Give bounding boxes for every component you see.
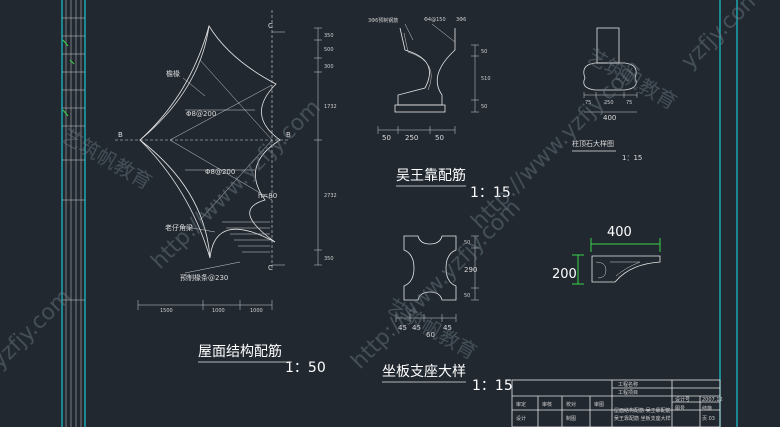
plinth-dim-total: 400 xyxy=(603,114,616,122)
wuwang-label-bars: 3Φ6 xyxy=(456,17,466,23)
wuwang-label-stirrup: Φ4@150 xyxy=(424,17,446,23)
plinth-dim-1: 75 xyxy=(585,100,591,106)
seat-dim-bottom-1: 45 xyxy=(398,324,407,332)
tb-sheet: 结施 xyxy=(702,405,712,412)
seat-dim-bottom-4: 45 xyxy=(443,324,452,332)
tb-designer: 设计 xyxy=(516,415,526,422)
dim-right-6: 350 xyxy=(324,256,334,262)
plinth-scale: 1：15 xyxy=(622,154,642,162)
watermark-url-1: http://www.yzfjy.com xyxy=(147,95,326,274)
wuwang-dim-bottom-2: 250 xyxy=(405,134,418,142)
wuwang-title: 吴王靠配筋 xyxy=(396,167,466,184)
roof-plan-title: 屋面结构配筋 xyxy=(198,343,282,360)
wuwang-dim-right-2: 510 xyxy=(481,76,491,82)
section-mark-c-top: C xyxy=(268,22,273,30)
seat-dim-right-3: 50 xyxy=(464,293,470,299)
watermark-brand-1: 艺筑帆教育 xyxy=(58,124,157,195)
green-bracket-detail: 400 200 xyxy=(552,225,661,285)
label-precast-rafter: 预制椽条@230 xyxy=(180,273,228,282)
label-rebar-1: Φ8@200 xyxy=(186,110,216,118)
seat-support-detail: 50 290 50 45 45 60 45 坐板支座大样 1：15 xyxy=(382,235,513,394)
wuwang-dim-right-1: 50 xyxy=(481,49,487,55)
dim-bottom-2: 1000 xyxy=(212,308,225,314)
tb-project-name: 工程名称 xyxy=(618,381,638,388)
wuwang-backrest-detail: 3Φ6预制钢筋 Φ4@150 3Φ6 50 510 50 50 250 50 吴… xyxy=(368,17,511,201)
label-eave-rafter: 檐椽 xyxy=(166,69,180,78)
tb-drawing-name: 屋面结构配筋 吴王靠配筋 xyxy=(614,407,671,414)
plinth-dim-2: 250 xyxy=(604,100,614,106)
section-mark-b-left: B xyxy=(118,131,123,139)
wuwang-scale: 1：15 xyxy=(470,185,511,201)
green-dim-width: 400 xyxy=(607,225,632,240)
tb-reviewer: 校对 xyxy=(566,401,576,408)
roof-plan-bottom-dimensions: 1500 1000 1000 xyxy=(137,300,273,314)
dim-bottom-3: 1000 xyxy=(250,308,263,314)
roof-plan-right-dimensions: 350 500 300 1732 2732 350 xyxy=(314,27,337,266)
tb-page: 页 03 xyxy=(702,416,715,422)
label-corner-beam: 老仔角梁 xyxy=(165,223,193,232)
watermark-url-5: yzfjy.com xyxy=(0,284,77,374)
dim-right-1: 350 xyxy=(324,33,334,39)
wuwang-dim-right-3: 50 xyxy=(481,104,487,110)
section-mark-c-bottom: C xyxy=(268,264,273,272)
tb-project-item: 工程项目 xyxy=(618,389,638,396)
dim-right-4: 1732 xyxy=(324,104,337,110)
drawing-frame xyxy=(61,0,738,427)
seat-support-title: 坐板支座大样 xyxy=(382,364,466,380)
tb-drafter: 制图 xyxy=(566,415,576,422)
plinth-dim-3: 75 xyxy=(626,100,632,106)
label-rebar-2: Φ8@200 xyxy=(205,168,235,176)
roof-plan-scale: 1：50 xyxy=(285,360,326,376)
tb-design-no: 设计号 xyxy=(675,396,690,403)
seat-dim-bottom-3: 60 xyxy=(426,331,435,339)
plinth-title: 柱顶石大样图 xyxy=(572,139,614,148)
tb-drawing-name-2: 吴王靠配筋 坐板支座大样 xyxy=(614,415,671,422)
tb-date: 2007.12 xyxy=(702,397,723,403)
watermark-url-2: http://www.yzfjy.com xyxy=(347,195,526,374)
wuwang-label-precast: 3Φ6预制钢筋 xyxy=(368,17,398,24)
green-dim-height: 200 xyxy=(552,267,577,282)
tb-approver: 审定 xyxy=(516,401,526,408)
plinth-stone-detail: 75 250 75 400 柱顶石大样图 1：15 xyxy=(572,27,642,162)
section-mark-b-right: B xyxy=(286,131,291,139)
wuwang-dim-bottom-1: 50 xyxy=(382,134,391,142)
title-block: 工程名称 工程项目 屋面结构配筋 吴王靠配筋 吴王靠配筋 坐板支座大样 设计号 … xyxy=(511,379,723,427)
tb-drawing-no: 图号 xyxy=(675,406,685,412)
roof-structure-plan: 檐椽 Φ8@200 Φ8@200 h=80 老仔角梁 预制椽条@230 C C … xyxy=(115,10,337,376)
tb-reviewer-2: 审图 xyxy=(594,401,604,408)
label-slab-thickness: h=80 xyxy=(258,192,277,200)
seat-dim-bottom-2: 45 xyxy=(412,324,421,332)
seat-dim-right-2: 290 xyxy=(464,266,477,274)
watermark-layer: http://www.yzfjy.com http://www.yzfjy.co… xyxy=(0,0,767,374)
watermark-url-4: yzfjy.com xyxy=(677,0,767,74)
tb-checker: 审核 xyxy=(542,401,552,408)
dim-right-5: 2732 xyxy=(324,193,337,199)
dim-right-3: 300 xyxy=(324,64,334,70)
dim-right-2: 500 xyxy=(324,47,334,53)
seat-support-scale: 1：15 xyxy=(472,378,513,394)
dim-bottom-1: 1500 xyxy=(160,308,173,314)
seat-dim-right-1: 50 xyxy=(464,240,470,246)
wuwang-dim-bottom-3: 50 xyxy=(435,134,444,142)
